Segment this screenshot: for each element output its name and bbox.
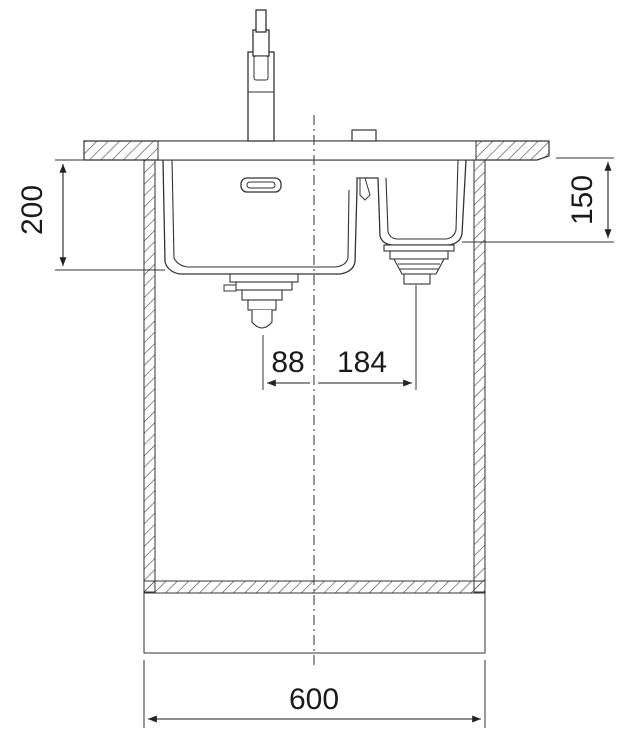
dimension-waste-offsets: 88 184	[262, 285, 417, 390]
cabinet-left-wall	[143, 159, 156, 593]
large-basin	[162, 159, 372, 275]
dim-label-184: 184	[337, 346, 387, 379]
dimension-basin-depth: 200	[16, 159, 165, 271]
cabinet	[143, 159, 486, 654]
countertop	[83, 140, 550, 161]
dim-label-150: 150	[566, 175, 599, 225]
small-basin-waste	[383, 244, 455, 285]
dim-label-600: 600	[289, 683, 339, 716]
cabinet-plinth	[143, 592, 486, 654]
dim-label-200: 200	[16, 185, 49, 235]
dimension-cabinet-width: 600	[143, 660, 486, 728]
tap-hole-cap	[351, 129, 377, 142]
cabinet-right-wall	[473, 159, 486, 593]
large-basin-waste	[223, 273, 299, 329]
dim-label-88: 88	[271, 346, 304, 379]
faucet	[247, 9, 275, 142]
dimension-small-basin-depth: 150	[462, 157, 614, 243]
small-basin	[359, 159, 467, 246]
